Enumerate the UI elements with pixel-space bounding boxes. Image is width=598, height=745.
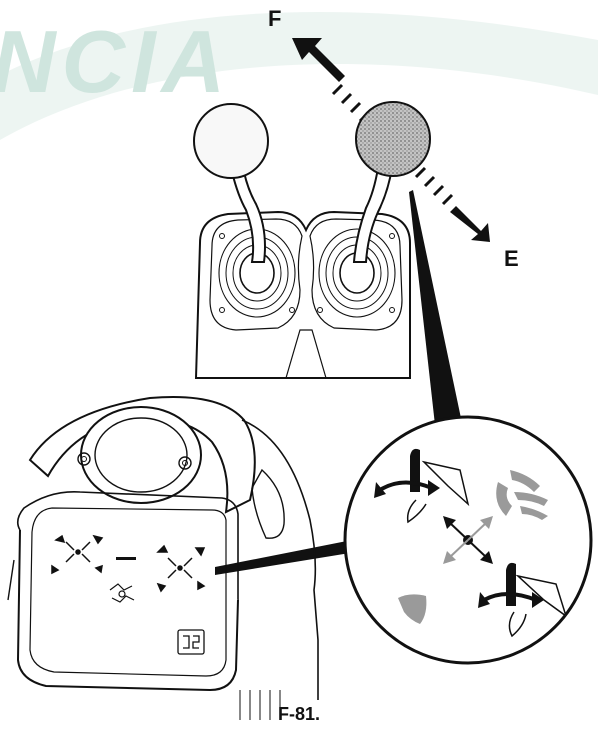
forward-label: F	[268, 6, 281, 32]
watermark: NCIA	[0, 12, 598, 140]
backward-label: E	[504, 246, 519, 272]
callout-pointer-lower	[215, 540, 356, 575]
left-joystick-knob	[194, 104, 268, 178]
right-joystick-knob	[356, 102, 430, 176]
panel-dash-icon	[116, 557, 136, 560]
watermark-text: NCIA	[0, 12, 231, 111]
backward-arrow-icon	[416, 168, 490, 242]
joystick-base	[196, 212, 410, 378]
callout-pointer	[409, 190, 462, 425]
figure-caption: F-81.	[0, 704, 598, 725]
